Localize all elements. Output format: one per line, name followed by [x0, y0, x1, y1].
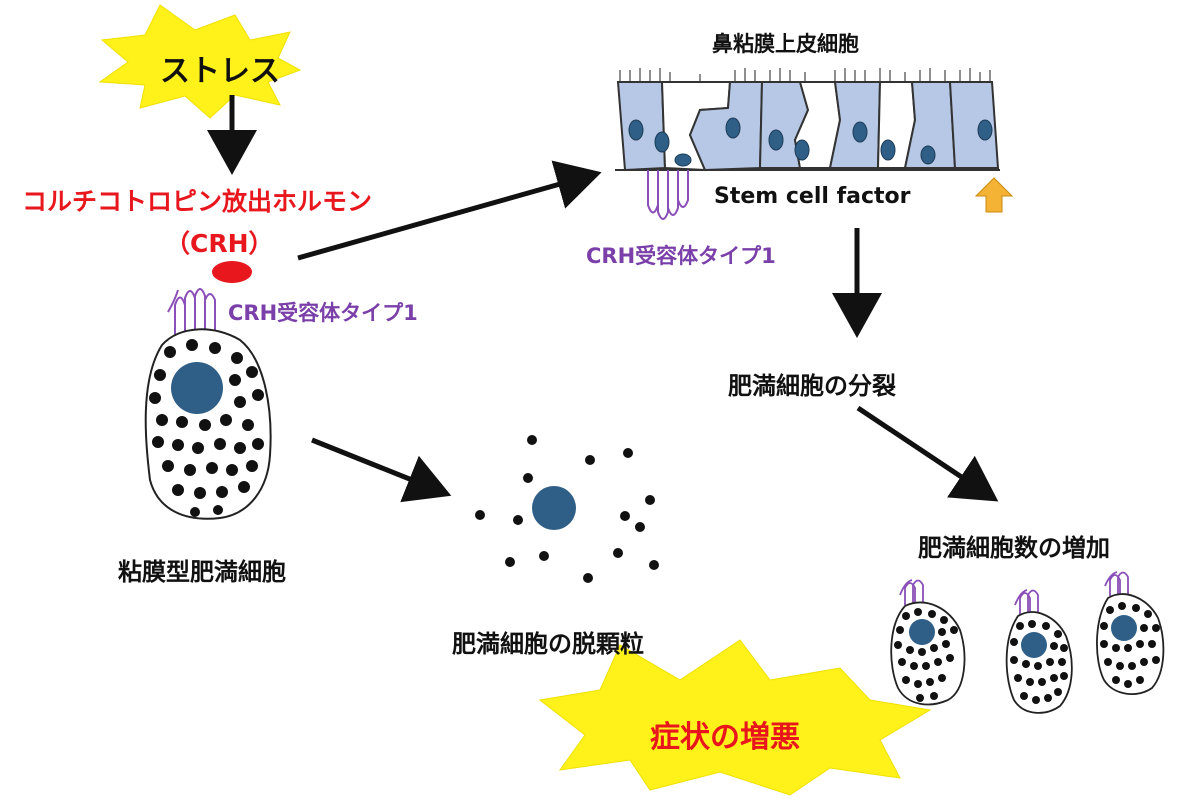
mast-cell-small-3 [1096, 571, 1165, 695]
arrow-crh-to-epithelium [297, 160, 602, 261]
mast-cell-small-2 [1005, 589, 1073, 714]
worsening-label: 症状の増悪 [650, 720, 800, 755]
crh-receptor-right-icon [647, 170, 689, 220]
mucosal-mast-cell [144, 328, 272, 520]
degranulation-illustration [475, 435, 659, 583]
mucosal-mast-cell-label: 粘膜型肥満細胞 [118, 558, 286, 586]
arrow-mastcell-to-degranulation [311, 437, 452, 503]
stem-cell-factor-label: Stem cell factor [714, 184, 911, 209]
up-arrow-icon [974, 177, 1014, 213]
worsening-burst [538, 639, 932, 796]
receptor-label-left: CRH受容体タイプ1 [228, 301, 418, 325]
nasal-epithelium [615, 68, 1000, 172]
receptor-label-right: CRH受容体タイプ1 [586, 244, 776, 268]
degranulation-label: 肥満細胞の脱顆粒 [452, 630, 644, 658]
division-label: 肥満細胞の分裂 [728, 372, 896, 400]
mast-cell-small-1 [890, 579, 966, 706]
crh-molecule [212, 261, 252, 283]
arrow-division-to-increase [856, 405, 999, 502]
crh-receptor-left-icon [167, 288, 216, 335]
crh-label-line1: コルチコトロピン放出ホルモン [22, 187, 373, 216]
epithelium-label: 鼻粘膜上皮細胞 [712, 32, 859, 56]
stress-burst [98, 4, 302, 119]
stress-label: ストレス [160, 54, 280, 89]
increase-label: 肥満細胞数の増加 [918, 534, 1110, 562]
crh-label-line2: （CRH） [165, 229, 274, 258]
